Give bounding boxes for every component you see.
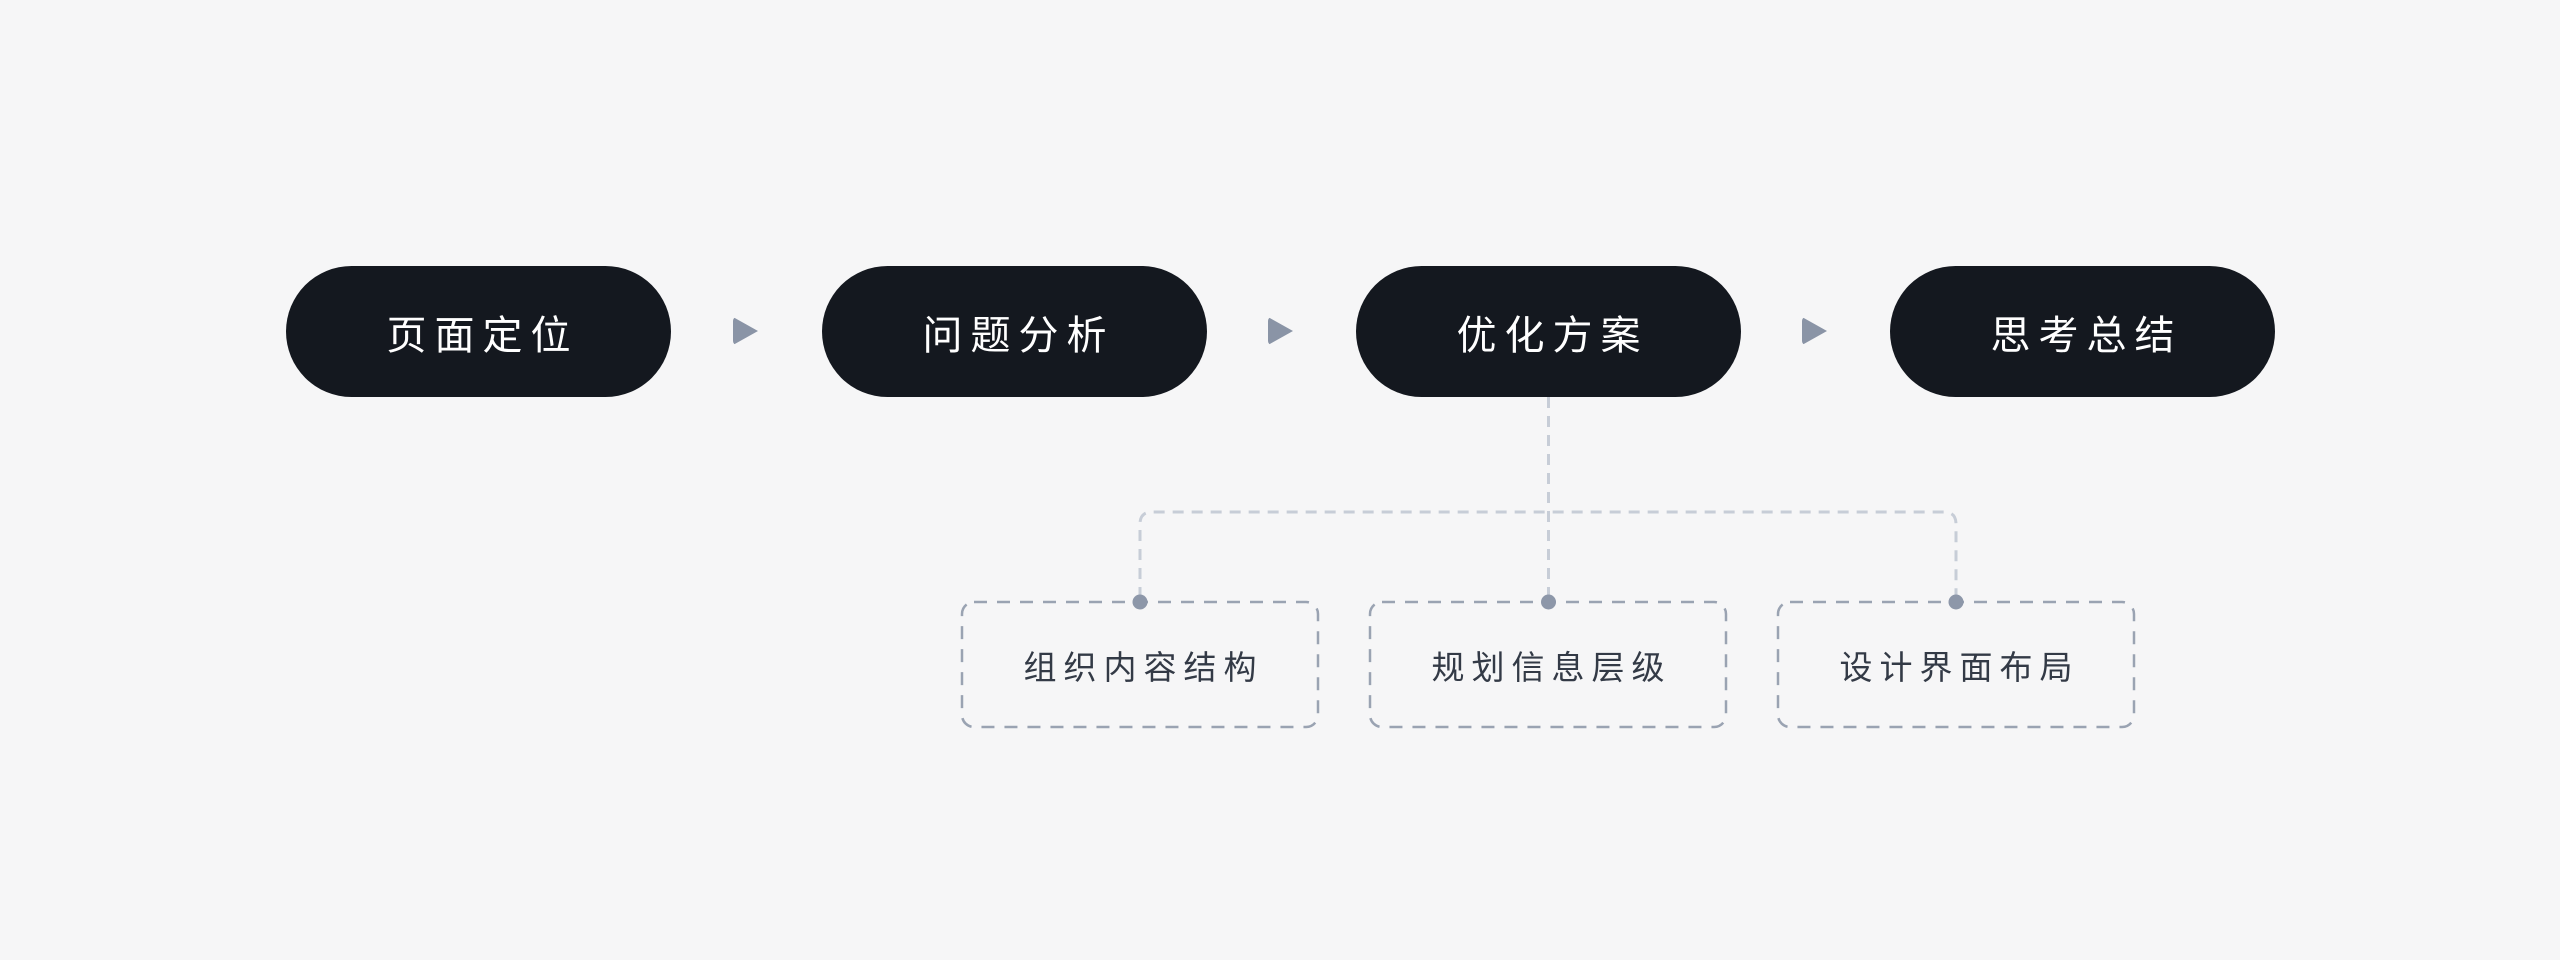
substep-label: 设计界面布局 — [1839, 648, 2080, 686]
stage-label: 问题分析 — [922, 313, 1115, 358]
stage-label: 页面定位 — [386, 313, 579, 358]
substep-box-content-structure: 组织内容结构 — [962, 602, 1318, 727]
stage-pill-problem-analysis: 问题分析 — [822, 266, 1207, 397]
substep-label: 规划信息层级 — [1431, 648, 1672, 686]
stage-pill-page-positioning: 页面定位 — [286, 266, 671, 397]
stage-label: 优化方案 — [1456, 313, 1649, 358]
substep-box-interface-layout: 设计界面布局 — [1778, 602, 2134, 727]
arrow-right-icon — [1802, 317, 1827, 345]
connector-rail-line — [1138, 510, 1958, 598]
stage-pill-optimization-plan: 优化方案 — [1356, 266, 1741, 397]
arrow-right-icon — [1268, 317, 1293, 345]
arrow-right-icon — [733, 317, 758, 345]
stage-pill-thinking-summary: 思考总结 — [1890, 266, 2275, 397]
substep-box-information-hierarchy: 规划信息层级 — [1370, 602, 1726, 727]
stage-label: 思考总结 — [1990, 313, 2183, 358]
substep-label: 组织内容结构 — [1023, 648, 1264, 686]
